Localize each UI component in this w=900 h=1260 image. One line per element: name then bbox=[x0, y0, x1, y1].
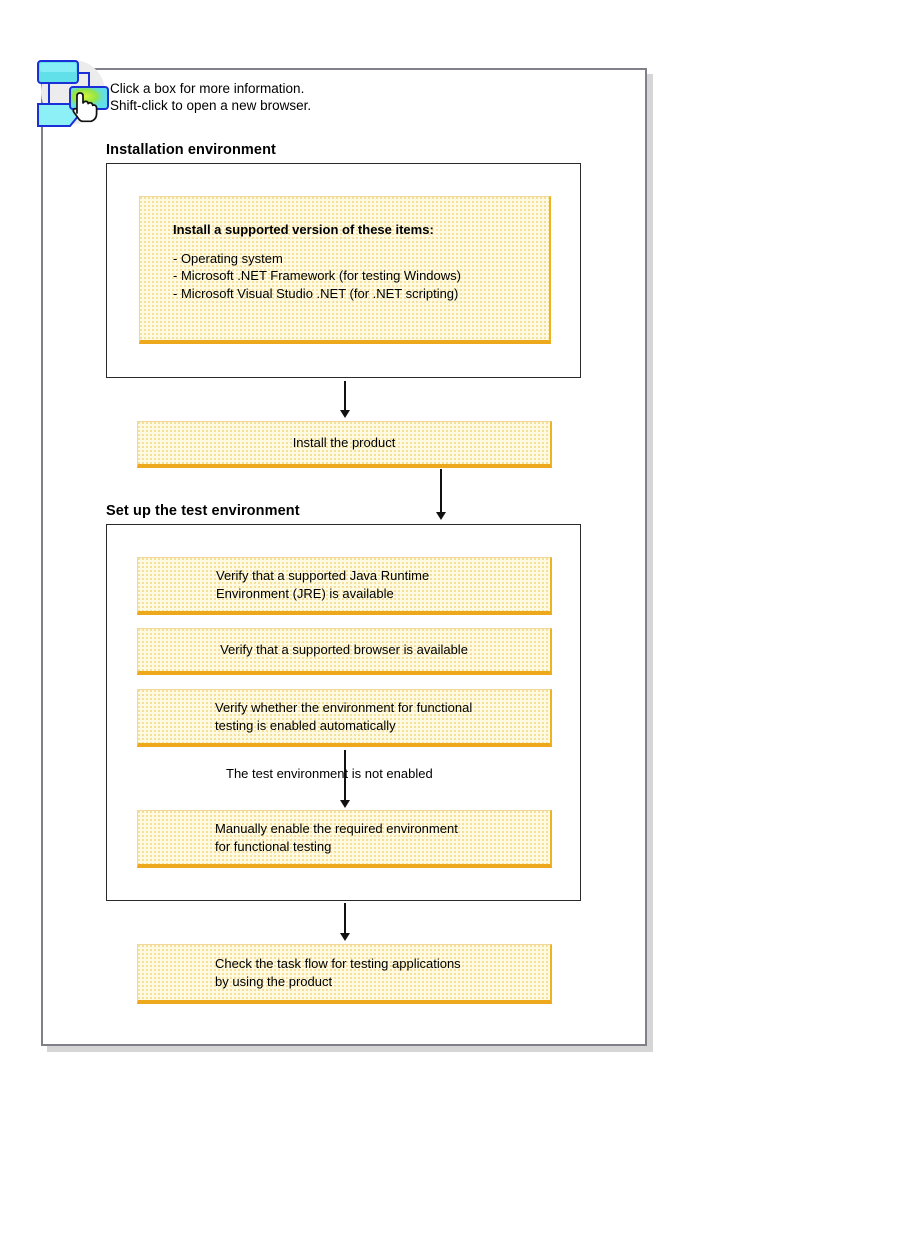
task-flow-line-1: Check the task flow for testing applicat… bbox=[215, 956, 461, 971]
verify-browser-line-1: Verify that a supported browser is avail… bbox=[220, 642, 468, 658]
prerequisite-item-dotnet-framework: - Microsoft .NET Framework (for testing … bbox=[173, 268, 461, 283]
flow-box-prerequisites[interactable]: Install a supported version of these ite… bbox=[139, 196, 551, 344]
manual-enable-line-2: for functional testing bbox=[215, 838, 332, 854]
flow-box-verify-auto-enabled[interactable]: Verify whether the environment for funct… bbox=[137, 689, 552, 747]
install-product-label: Install the product bbox=[292, 435, 396, 451]
section-heading-installation-environment: Installation environment bbox=[106, 142, 276, 158]
flow-box-check-task-flow[interactable]: Check the task flow for testing applicat… bbox=[137, 944, 552, 1004]
verify-jre-line-2: Environment (JRE) is available bbox=[216, 585, 394, 601]
flow-box-verify-jre[interactable]: Verify that a supported Java Runtime Env… bbox=[137, 557, 552, 615]
verify-jre-line-1: Verify that a supported Java Runtime bbox=[216, 568, 430, 583]
arrow-line-to-install-product bbox=[344, 381, 346, 412]
header-instructions: Click a box for more information. Shift-… bbox=[110, 80, 530, 114]
flow-box-verify-browser[interactable]: Verify that a supported browser is avail… bbox=[137, 628, 552, 675]
prerequisite-item-os: - Operating system bbox=[173, 250, 283, 266]
arrow-head-to-task-flow bbox=[340, 933, 350, 941]
flow-box-install-product[interactable]: Install the product bbox=[137, 421, 552, 468]
flow-box-manual-enable[interactable]: Manually enable the required environment… bbox=[137, 810, 552, 868]
instruction-line-2: Shift-click to open a new browser. bbox=[110, 98, 312, 113]
arrow-line-to-setup-section bbox=[440, 469, 442, 514]
prerequisite-item-visual-studio: - Microsoft Visual Studio .NET (for .NET… bbox=[173, 285, 459, 301]
arrow-head-to-install-product bbox=[340, 410, 350, 418]
edge-label-not-enabled: The test environment is not enabled bbox=[226, 766, 433, 781]
manual-enable-line-1: Manually enable the required environment bbox=[215, 821, 458, 836]
arrow-line-to-task-flow bbox=[344, 903, 346, 935]
arrow-head-to-setup-section bbox=[436, 512, 446, 520]
flowchart-click-icon[interactable] bbox=[33, 56, 113, 134]
instruction-line-1: Click a box for more information. bbox=[110, 81, 305, 96]
verify-auto-enabled-line-2: testing is enabled automatically bbox=[215, 717, 396, 733]
prerequisites-heading: Install a supported version of these ite… bbox=[173, 222, 434, 237]
verify-auto-enabled-line-1: Verify whether the environment for funct… bbox=[215, 700, 473, 715]
task-flow-line-2: by using the product bbox=[215, 973, 333, 989]
section-heading-set-up-test-environment: Set up the test environment bbox=[106, 503, 300, 519]
arrow-line-not-enabled bbox=[344, 750, 346, 802]
arrow-head-not-enabled bbox=[340, 800, 350, 808]
